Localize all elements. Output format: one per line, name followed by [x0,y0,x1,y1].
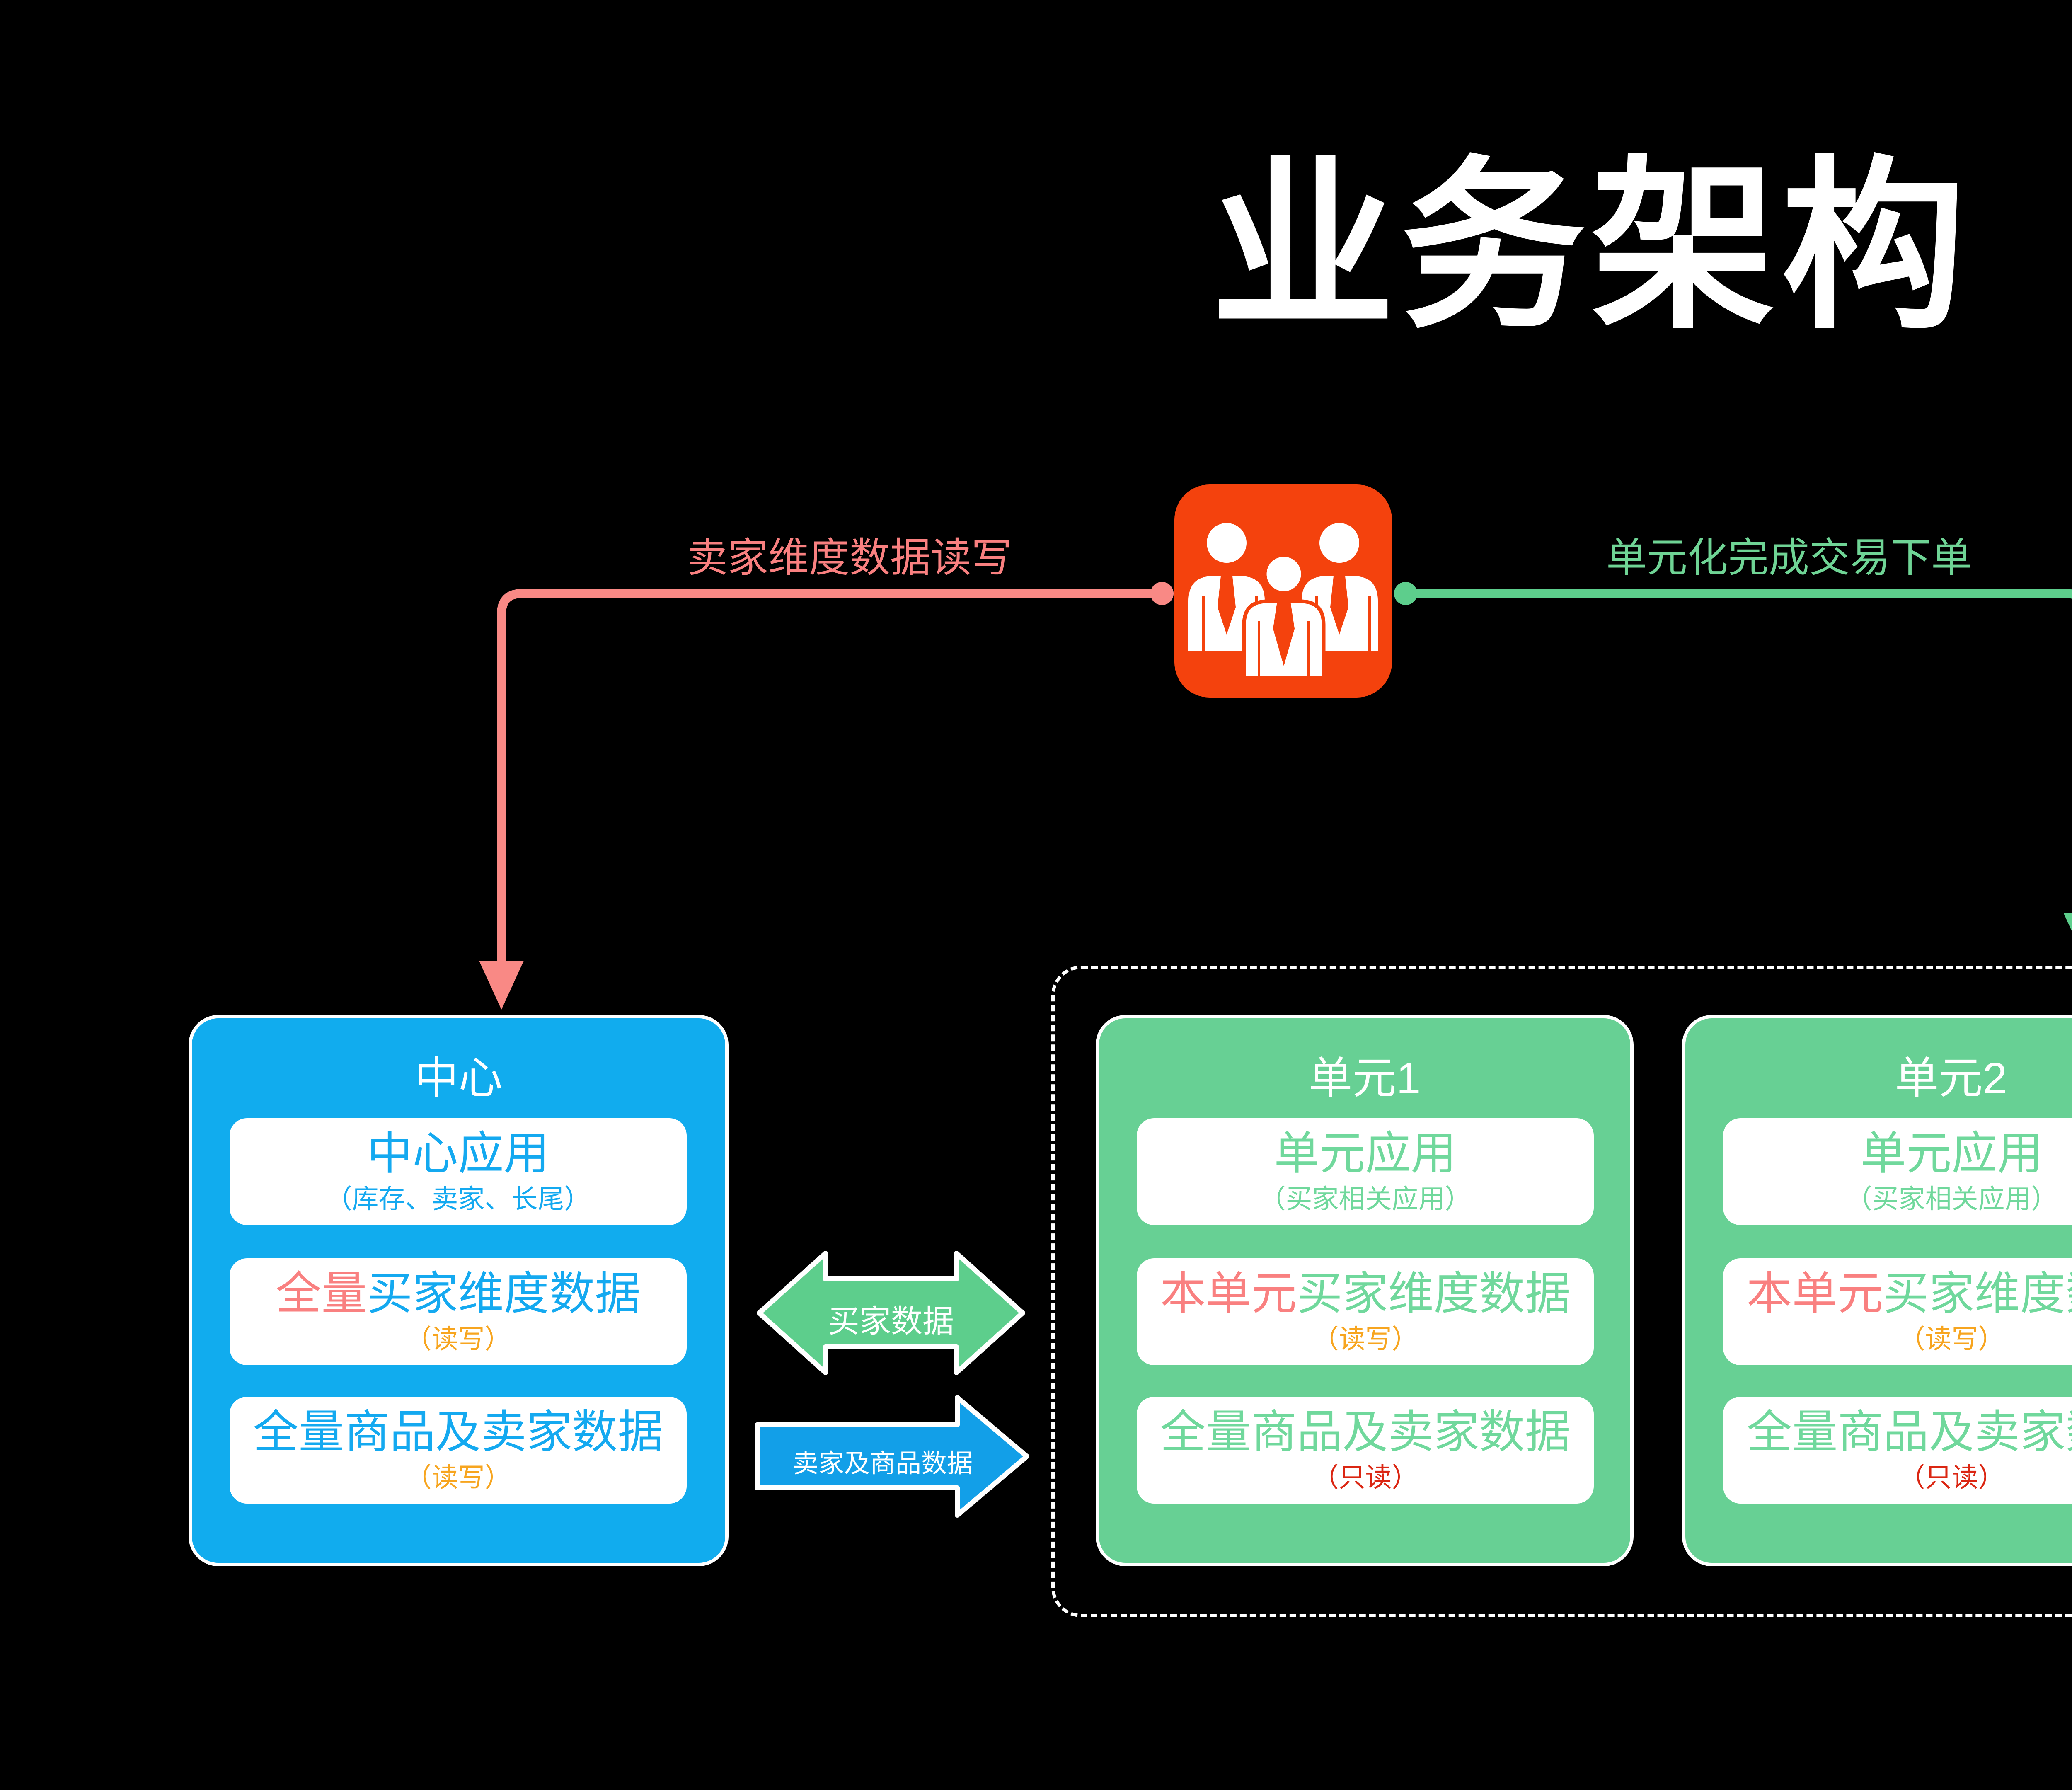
card-main-text: 本单元买家维度数据 [1160,1268,1571,1320]
unit-product-seller-data-card: 全量商品及卖家数据 （只读） [1723,1397,2072,1504]
card-note-text: （读写） [405,1324,511,1354]
seller-rw-connector-label: 卖家维度数据读写 [687,535,1012,580]
users-icon [1174,484,1392,698]
page-title: 业务架构 [1210,144,1972,350]
center-box-title: 中心 [414,1054,503,1103]
connector-dot-right [1394,582,1417,605]
seller-rw-connector-line [497,589,1157,964]
units-container: 单元1 单元应用 （买家相关应用） 本单元买家维度数据 （读写） 全量商品及卖家… [1051,966,2072,1617]
card-note-text: （只读） [1898,1462,2005,1492]
unit-app-card: 单元应用 （买家相关应用） [1723,1118,2072,1225]
unit-buyer-data-card: 本单元买家维度数据 （读写） [1137,1258,1594,1365]
card-note-text: （买家相关应用） [1845,1184,2058,1214]
users-icon-figures [1188,523,1378,680]
center-buyer-data-card: 全量买家维度数据 （读写） [230,1258,687,1365]
card-main-text: 全量商品及卖家数据 [1746,1407,2072,1458]
unit-box-title: 单元2 [1895,1054,2007,1103]
card-main-text: 单元应用 [1274,1128,1457,1180]
card-note-text: （读写） [1312,1324,1418,1354]
card-note-text: （买家相关应用） [1259,1184,1472,1214]
card-main-text: 全量商品及卖家数据 [1160,1407,1571,1458]
unit-1-box: 单元1 单元应用 （买家相关应用） 本单元买家维度数据 （读写） 全量商品及卖家… [1096,1015,1634,1566]
card-main-text: 单元应用 [1860,1128,2043,1180]
card-note-text: （库存、卖家、长尾） [325,1184,591,1214]
card-main-text: 本单元买家维度数据 [1746,1268,2072,1320]
center-box: 中心 中心应用 （库存、卖家、长尾） 全量买家维度数据 （读写） 全量商品及卖家… [189,1015,729,1566]
unit-trade-connector-line [1406,589,2072,599]
card-note-text: （只读） [1312,1462,1418,1492]
unit-box-title: 单元1 [1308,1054,1421,1103]
card-note-text: （读写） [1898,1324,2005,1354]
seller-product-data-arrow-label: 卖家及商品数据 [792,1449,973,1478]
seller-rw-arrowhead-icon [479,961,524,1010]
connector-dot-left [1150,582,1174,605]
buyer-data-arrow-label: 买家数据 [828,1304,954,1339]
unit-trade-connector-label: 单元化完成交易下单 [1606,535,1972,580]
unit-buyer-data-card: 本单元买家维度数据 （读写） [1723,1258,2072,1365]
card-main-text: 全量商品及卖家数据 [253,1407,663,1458]
card-main-text: 中心应用 [367,1128,549,1180]
unit-product-seller-data-card: 全量商品及卖家数据 （只读） [1137,1397,1594,1504]
card-highlight-text: 全量 [276,1268,367,1320]
unit-app-card: 单元应用 （买家相关应用） [1137,1118,1594,1225]
unit-2-box: 单元2 单元应用 （买家相关应用） 本单元买家维度数据 （读写） 全量商品及卖家… [1682,1015,2072,1566]
card-highlight-text: 本单元 [1160,1268,1297,1320]
unit-trade-arrowhead-icon [2064,913,2072,932]
center-app-card: 中心应用 （库存、卖家、长尾） [230,1118,687,1225]
card-main-text: 全量买家维度数据 [276,1268,641,1320]
card-note-text: （读写） [405,1462,511,1492]
center-product-seller-data-card: 全量商品及卖家数据 （读写） [230,1397,687,1504]
card-highlight-text: 本单元 [1746,1268,1883,1320]
